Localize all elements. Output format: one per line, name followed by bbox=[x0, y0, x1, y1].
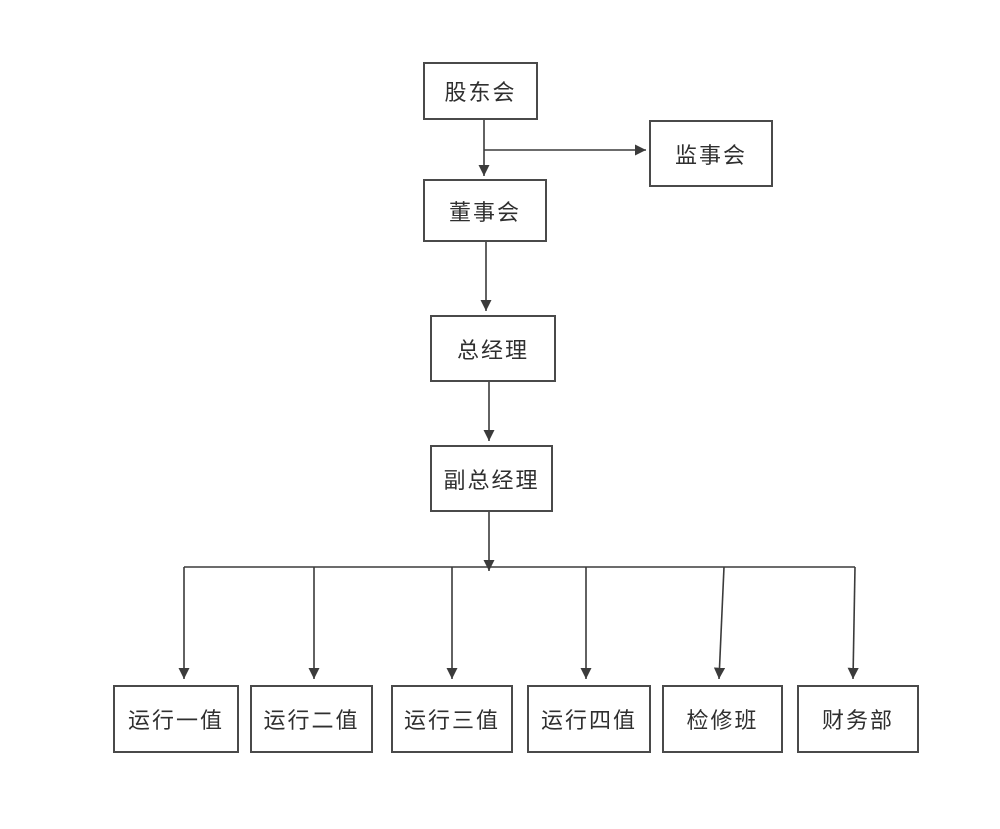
node-operation-shift-4: 运行四值 bbox=[527, 685, 651, 753]
node-operation-shift-1: 运行一值 bbox=[113, 685, 239, 753]
node-maintenance-team: 检修班 bbox=[662, 685, 783, 753]
node-operation-shift-2: 运行二值 bbox=[250, 685, 373, 753]
node-supervisory-board: 监事会 bbox=[649, 120, 773, 187]
node-shareholders: 股东会 bbox=[423, 62, 538, 120]
node-deputy-general-manager: 副总经理 bbox=[430, 445, 553, 512]
node-finance-department: 财务部 bbox=[797, 685, 919, 753]
node-operation-shift-3: 运行三值 bbox=[391, 685, 513, 753]
node-general-manager: 总经理 bbox=[430, 315, 556, 382]
edge-bar-dept-5 bbox=[713, 566, 726, 680]
edge-bar-dept-6 bbox=[847, 566, 859, 680]
node-board-of-directors: 董事会 bbox=[423, 179, 547, 242]
